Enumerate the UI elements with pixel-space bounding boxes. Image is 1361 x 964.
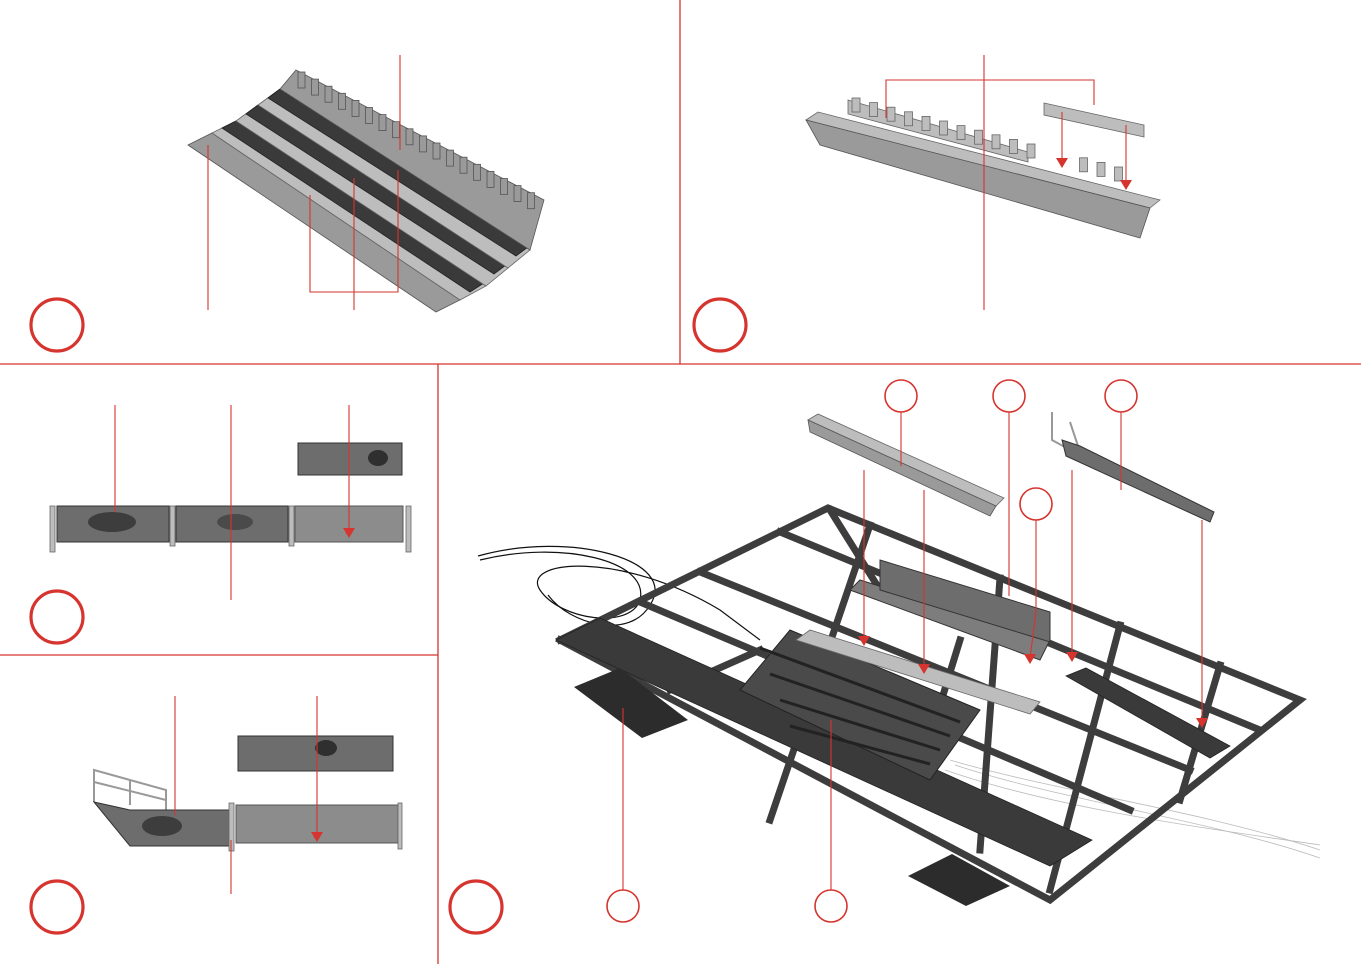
roof-beam-floating	[808, 414, 1004, 516]
beam-tooth	[975, 130, 983, 144]
board-assembly-floating	[1052, 412, 1214, 522]
sticker-part-2	[238, 736, 393, 771]
beam-tooth	[1115, 167, 1123, 181]
part-callout-5	[607, 890, 639, 922]
part-callout-3	[1105, 380, 1137, 412]
seat-back	[366, 108, 373, 124]
seat-back	[312, 79, 319, 95]
step-5-marker	[450, 881, 502, 933]
step-3-leaders	[115, 405, 355, 600]
part-callout-1	[885, 380, 917, 412]
step-3-panel	[31, 405, 411, 643]
beam-tooth	[905, 112, 913, 126]
step-2-panel	[694, 55, 1160, 351]
seat-back	[298, 72, 305, 88]
part-callout-2	[993, 380, 1025, 412]
corner-board-row	[94, 802, 402, 851]
seat-back	[514, 186, 521, 202]
beam-tooth	[992, 135, 1000, 149]
seat-back	[339, 93, 346, 109]
sign-strip-part	[1044, 103, 1144, 137]
beam-tooth	[940, 121, 948, 135]
seat-back	[379, 115, 386, 131]
seat-back	[393, 122, 400, 138]
step-4-leaders	[175, 696, 323, 894]
step-1-panel	[31, 55, 544, 351]
seat-back	[474, 164, 481, 180]
beam-tooth	[1097, 162, 1105, 176]
sticker-part	[298, 443, 402, 475]
step-5-leaders	[623, 412, 1208, 890]
seat-back	[420, 136, 427, 152]
seat-back	[501, 179, 508, 195]
grandstand-tiers-part	[188, 70, 544, 312]
seat-back	[447, 150, 454, 166]
part-callout-6	[815, 890, 847, 922]
seat-back	[528, 193, 535, 209]
seat-back	[433, 143, 440, 159]
step-5-panel	[450, 380, 1320, 933]
beam-tooth	[957, 126, 965, 140]
step-2-marker	[694, 299, 746, 351]
seat-back	[460, 157, 467, 173]
foot-right	[908, 854, 1010, 906]
beam-tooth	[1080, 158, 1088, 172]
part-callout-4	[1020, 488, 1052, 520]
seat-back	[325, 86, 332, 102]
step-3-marker	[31, 591, 83, 643]
step-1-marker	[31, 299, 83, 351]
beam-tooth	[922, 116, 930, 130]
beam-tooth	[887, 107, 895, 121]
beam-tooth	[870, 103, 878, 117]
beam-tooth	[1010, 139, 1018, 153]
beam-tooth	[852, 98, 860, 112]
step-4-marker	[31, 881, 83, 933]
beam-tooth	[1027, 144, 1035, 158]
seat-back	[352, 100, 359, 116]
step-4-panel	[31, 696, 402, 933]
seat-back	[487, 171, 494, 187]
seat-back	[406, 129, 413, 145]
